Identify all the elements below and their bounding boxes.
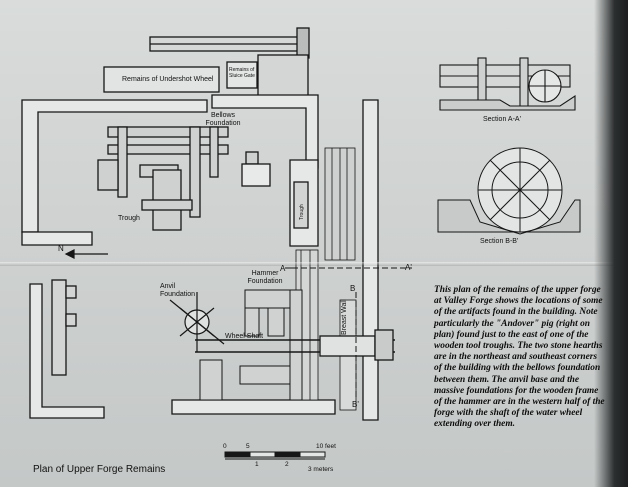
label-a: A [280, 264, 286, 273]
north-arrow [64, 249, 108, 259]
label-breast-wall: Breast Wall [341, 299, 348, 335]
label-b: B [350, 284, 356, 293]
scale-meters-label: 3 meters [308, 466, 334, 473]
label-a-prime: A' [405, 263, 412, 272]
hammer-timbers [199, 289, 303, 401]
section-bb-drawing [437, 147, 581, 235]
anvil-foundation [169, 292, 225, 352]
trough-right [293, 181, 309, 229]
scale-tick-1: 1 [255, 461, 259, 468]
west-timbers [51, 279, 77, 376]
bellows-timbers [97, 126, 271, 231]
label-anvil-foundation: Anvil Foundation [160, 283, 196, 298]
plan-title: Plan of Upper Forge Remains [33, 464, 166, 475]
sluice-channel [103, 27, 310, 101]
scale-bar [224, 451, 326, 460]
scale-tick-0: 0 [223, 443, 227, 450]
label-bellows-foundation: Bellows Foundation [205, 112, 241, 127]
label-trough-right: Trough [299, 204, 305, 220]
label-section-bb: Section B-B' [480, 238, 519, 245]
label-wheel-shaft: Wheel Shaft [225, 333, 264, 340]
label-b-prime: B' [352, 400, 359, 409]
label-hammer-foundation: Hammer Foundation [247, 270, 283, 285]
scale-feet-label: 10 feet [316, 443, 336, 450]
page-edge-shadow [594, 0, 628, 487]
scale-tick-5: 5 [246, 443, 250, 450]
wheel-shaft [195, 329, 395, 361]
label-north: N [58, 244, 64, 253]
label-section-aa: Section A-A' [483, 116, 521, 123]
label-sluice-gate: Remains of Sluice Gate [229, 67, 255, 79]
scale-tick-2: 2 [285, 461, 289, 468]
description-caption: This plan of the remains of the upper fo… [434, 285, 605, 430]
label-trough-left: Trough [118, 215, 140, 222]
section-aa-drawing [439, 57, 576, 111]
paper-fold [0, 262, 628, 266]
label-undershot-wheel: Remains of Undershot Wheel [122, 76, 214, 83]
